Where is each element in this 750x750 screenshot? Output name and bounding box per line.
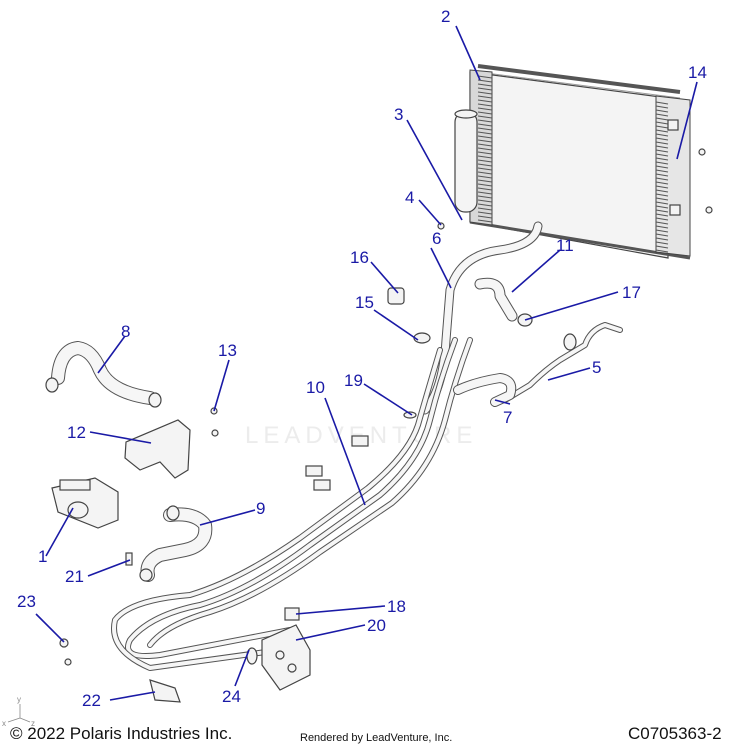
coolant-tube-assembly[interactable]: [111, 337, 473, 671]
callout-4: 4: [405, 188, 414, 207]
copyright-text: © 2022 Polaris Industries Inc.: [10, 724, 233, 743]
bypass-hose[interactable]: [453, 373, 517, 407]
callout-17: 17: [622, 283, 641, 302]
axis-label-z: z: [31, 719, 35, 728]
callout-23: 23: [17, 592, 36, 611]
clip-stack[interactable]: [305, 435, 369, 491]
engine-hose-8[interactable]: [45, 341, 162, 408]
callout-19: 19: [344, 371, 363, 390]
fastener-21[interactable]: [125, 552, 133, 566]
callout-1: 1: [38, 547, 47, 566]
thermostat-housing[interactable]: [51, 477, 119, 529]
clamp-16[interactable]: [387, 287, 405, 305]
callout-10: 10: [306, 378, 325, 397]
callout-24: 24: [222, 687, 241, 706]
callout-9: 9: [256, 499, 265, 518]
fastener-14[interactable]: [698, 148, 713, 214]
fastener-13[interactable]: [210, 407, 219, 437]
callout-6: 6: [432, 229, 441, 248]
lower-coolant-hose[interactable]: [474, 277, 518, 322]
axes-triad: y x z: [2, 695, 35, 728]
callout-3: 3: [394, 105, 403, 124]
callout-16: 16: [350, 248, 369, 267]
mounting-bracket[interactable]: [124, 419, 191, 479]
cable-tie-19[interactable]: [403, 411, 417, 419]
engine-hose-9[interactable]: [139, 505, 213, 582]
callout-7: 7: [503, 408, 512, 427]
callout-20: 20: [367, 616, 386, 635]
callout-8: 8: [121, 322, 130, 341]
callout-15: 15: [355, 293, 374, 312]
callout-14: 14: [688, 63, 707, 82]
callout-22: 22: [82, 691, 101, 710]
radiator[interactable]: [454, 64, 691, 260]
fastener-23[interactable]: [59, 638, 72, 666]
callout-13: 13: [218, 341, 237, 360]
callout-11: 11: [556, 236, 574, 255]
callout-18: 18: [387, 597, 406, 616]
rendered-by-text: Rendered by LeadVenture, Inc.: [300, 732, 453, 744]
axis-label-x: x: [2, 719, 6, 728]
callout-21: 21: [65, 567, 84, 586]
tube-support-block[interactable]: [261, 624, 311, 691]
heater-tube[interactable]: [502, 322, 623, 403]
bracket-22[interactable]: [149, 679, 181, 703]
diagram-id: C0705363-2: [628, 724, 722, 743]
leader-lines: [35, 25, 698, 701]
callout-5: 5: [592, 358, 601, 377]
callout-12: 12: [67, 423, 86, 442]
callout-2: 2: [441, 7, 450, 26]
axis-label-y: y: [17, 695, 21, 704]
callouts: 2 3 4 6 14 11 16 17 15 5 19 10 7 8 13 12…: [17, 7, 707, 710]
